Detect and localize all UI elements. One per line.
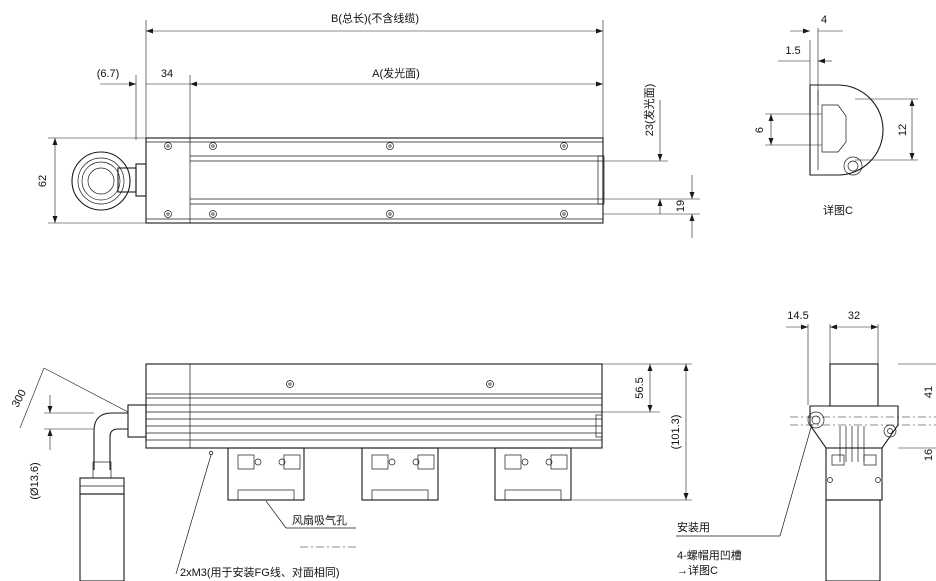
fan-unit-2 xyxy=(361,447,439,501)
dim-side-total: (101.3) xyxy=(670,415,682,450)
dim-total-length: B(总长)(不含线缆) xyxy=(331,11,419,25)
dim-bottom-offset: 19 xyxy=(675,200,687,212)
dim-end-width-a: 14.5 xyxy=(787,310,808,322)
dim-end-width-b: 32 xyxy=(848,310,860,322)
label-see-detail: →详图C xyxy=(677,563,718,577)
dim-cable-offset: (6.7) xyxy=(97,68,120,80)
dim-detail-slot: 6 xyxy=(754,127,766,133)
dim-emit-height: 23(发光面) xyxy=(642,84,656,137)
dim-detail-thickness: 1.5 xyxy=(785,45,800,57)
label-fan-intake: 风扇吸气孔 xyxy=(292,513,347,527)
label-mount-use: 安装用 xyxy=(677,520,710,534)
dim-emitting-length: A(发光面) xyxy=(372,66,420,80)
fan-unit-1 xyxy=(227,447,305,501)
dim-end-height-b: 16 xyxy=(923,449,935,461)
label-detail-c: 详图C xyxy=(823,203,853,217)
label-mount-holes: 2xM3(用于安装FG线、对面相同) xyxy=(180,565,340,579)
dim-side-upper: 56.5 xyxy=(634,377,646,398)
side-view: 300 (Ø13.6) 56.5 (101.3) 风扇吸气孔 2xM3(用于安装… xyxy=(10,363,692,581)
label-nut-groove: 4-螺帽用凹槽 xyxy=(677,549,742,562)
end-view: 14.5 32 41 16 安装用 4-螺帽用凹槽 →详图C xyxy=(676,310,936,581)
dim-cable-bend: 300 xyxy=(10,388,29,410)
dim-detail-height: 12 xyxy=(897,124,909,136)
detail-c-view: 4 1.5 6 12 详图C xyxy=(754,14,918,217)
dim-detail-width: 4 xyxy=(821,14,827,26)
top-view: B(总长)(不含线缆) (6.7) 34 A(发光面) xyxy=(37,11,700,238)
dim-height-front: 62 xyxy=(37,175,49,187)
dim-end-block: 34 xyxy=(161,68,173,80)
dim-end-height-a: 41 xyxy=(923,386,935,398)
dim-cable-diameter: (Ø13.6) xyxy=(29,462,41,499)
fan-unit-3 xyxy=(494,447,572,501)
